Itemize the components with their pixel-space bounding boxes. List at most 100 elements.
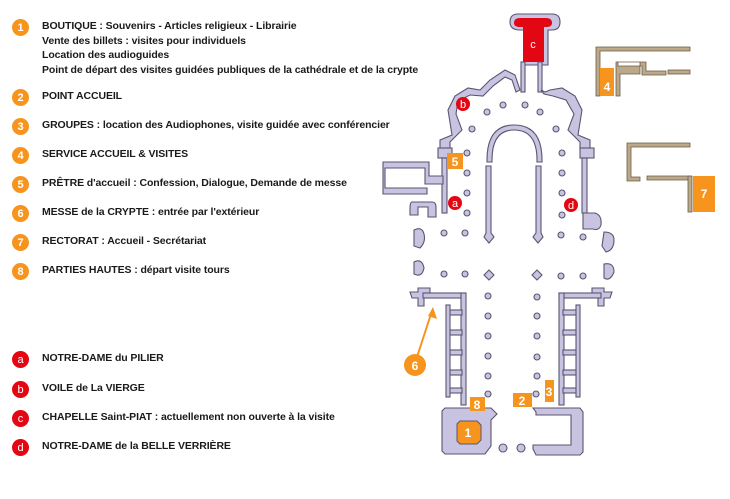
legend-item-b: b VOILE de La VIERGE <box>12 381 145 398</box>
columns <box>440 101 587 398</box>
column <box>579 233 587 241</box>
marker-7-label: 7 <box>701 187 708 201</box>
legend-text: VOILE de La VIERGE <box>42 382 145 394</box>
marker-a: a <box>12 351 29 368</box>
marker-d: d <box>12 439 29 456</box>
marker-d-label: d <box>568 200 574 212</box>
column <box>463 149 471 157</box>
marker-a-plan[interactable]: a <box>448 196 462 210</box>
annex-building-4: 4 <box>595 46 691 97</box>
marker-4: 4 <box>12 147 29 164</box>
column <box>463 189 471 197</box>
legend-text: MESSE de la CRYPTE : entrée par l'extéri… <box>42 206 260 218</box>
column <box>533 312 541 320</box>
legend-text: PRÊTRE d'accueil : Confession, Dialogue,… <box>42 177 347 189</box>
legend-item-3: 3 GROUPES : location des Audiophones, vi… <box>12 118 390 135</box>
legend-text: RECTORAT : Accueil - Secrétariat <box>42 235 207 247</box>
chapel-saint-piat: c <box>509 13 561 93</box>
marker-5-plan[interactable]: 5 <box>447 153 463 169</box>
column <box>557 272 565 280</box>
marker-1: 1 <box>12 19 29 36</box>
marker-3: 3 <box>12 118 29 135</box>
legend-item-c: c CHAPELLE Saint-PIAT : actuellement non… <box>12 410 335 427</box>
marker-b-plan[interactable]: b <box>456 97 470 111</box>
legend-text: Location des audioguides <box>42 49 170 61</box>
marker-8-plan[interactable]: 8 <box>470 397 485 412</box>
marker-b: b <box>12 381 29 398</box>
marker-7: 7 <box>12 234 29 251</box>
column <box>533 372 541 380</box>
legend-text: PARTIES HAUTES : départ visite tours <box>42 264 230 276</box>
legend-item-d: d NOTRE-DAME de la BELLE VERRIÈRE <box>12 439 231 456</box>
marker-4-label: 4 <box>604 80 611 94</box>
column <box>484 292 492 300</box>
column <box>440 270 448 278</box>
column <box>557 231 565 239</box>
column <box>558 149 566 157</box>
column <box>533 353 541 361</box>
marker-5: 5 <box>12 176 29 193</box>
marker-2-label: 2 <box>519 394 526 408</box>
transept <box>413 228 615 280</box>
column <box>440 229 448 237</box>
pillar <box>531 269 543 281</box>
column <box>484 352 492 360</box>
column <box>536 108 544 116</box>
column <box>521 101 529 109</box>
legend-item-7: 7 RECTORAT : Accueil - Secrétariat <box>12 234 206 251</box>
marker-3-label: 3 <box>546 385 553 399</box>
marker-2: 2 <box>12 89 29 106</box>
legend-item-5: 5 PRÊTRE d'accueil : Confession, Dialogu… <box>12 176 347 193</box>
marker-c: c <box>12 410 29 427</box>
column <box>461 229 469 237</box>
column <box>533 293 541 301</box>
legend-text: CHAPELLE Saint-PIAT : actuellement non o… <box>42 411 335 423</box>
apse-wall <box>382 69 602 231</box>
legend-item-2: 2 POINT ACCUEIL <box>12 89 122 106</box>
column <box>484 390 492 398</box>
column <box>484 372 492 380</box>
marker-1-label: 1 <box>465 426 472 440</box>
marker-8: 8 <box>12 263 29 280</box>
marker-1-plan[interactable]: 1 <box>456 420 482 445</box>
marker-2-plan[interactable]: 2 <box>513 393 532 408</box>
legend-text: Vente des billets : visites pour individ… <box>42 34 246 47</box>
legend-text: BOUTIQUE : Souvenirs - Articles religieu… <box>42 20 297 32</box>
annex-building-7: 7 <box>626 142 715 213</box>
column <box>461 270 469 278</box>
column <box>463 169 471 177</box>
legend-item-1: 1 BOUTIQUE : Souvenirs - Articles religi… <box>12 19 418 77</box>
column <box>484 312 492 320</box>
column <box>579 272 587 280</box>
marker-a-label: a <box>452 198 459 210</box>
column <box>499 101 507 109</box>
marker-3-plan[interactable]: 3 <box>545 380 554 402</box>
legend-item-a: a NOTRE-DAME du PILIER <box>12 351 164 368</box>
marker-6-label: 6 <box>412 359 419 373</box>
pillar <box>483 269 495 281</box>
legend-item-8: 8 PARTIES HAUTES : départ visite tours <box>12 263 230 280</box>
column <box>552 125 560 133</box>
legend-text: POINT ACCUEIL <box>42 90 122 102</box>
column <box>468 125 476 133</box>
column <box>558 169 566 177</box>
column <box>532 390 540 398</box>
legend-text: Point de départ des visites guidées publ… <box>42 63 419 76</box>
legend-text: GROUPES : location des Audiophones, visi… <box>42 119 390 131</box>
legend-text: NOTRE-DAME de la BELLE VERRIÈRE <box>42 440 231 452</box>
choir-screen <box>483 124 544 244</box>
legend-item-4: 4 SERVICE ACCUEIL & VISITES <box>12 147 188 164</box>
marker-6-plan[interactable]: 6 <box>404 307 437 376</box>
marker-5-label: 5 <box>452 155 459 169</box>
legend-item-6: 6 MESSE de la CRYPTE : entrée par l'exté… <box>12 205 259 222</box>
column <box>483 108 491 116</box>
marker-c-label: c <box>530 39 536 51</box>
legend-text: SERVICE ACCUEIL & VISITES <box>42 148 189 160</box>
marker-d-plan[interactable]: d <box>564 198 578 212</box>
column <box>558 189 566 197</box>
marker-8-label: 8 <box>474 398 481 412</box>
column <box>533 332 541 340</box>
column <box>463 209 471 217</box>
column <box>558 211 566 219</box>
